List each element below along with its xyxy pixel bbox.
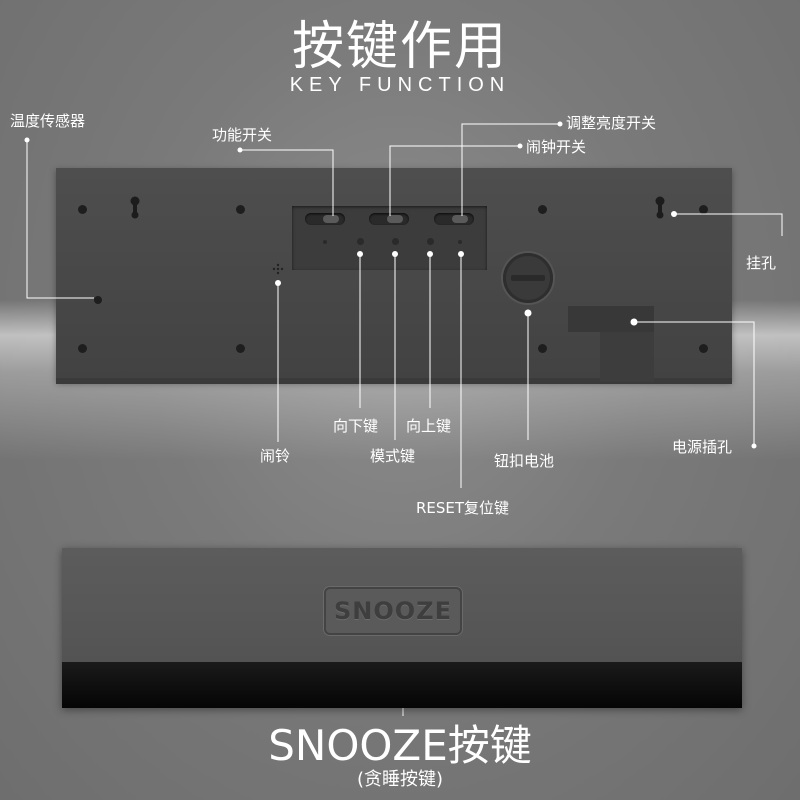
indicator-dot — [323, 240, 327, 244]
label-down-key: 向下键 — [333, 417, 379, 435]
snooze-button[interactable]: SNOOZE — [324, 587, 462, 635]
buzzer-icon — [272, 263, 284, 275]
screw-hole — [236, 205, 245, 214]
up-key-button[interactable] — [427, 238, 434, 245]
screw-hole — [78, 205, 87, 214]
battery-cover[interactable] — [503, 253, 553, 303]
temperature-sensor-hole — [94, 296, 102, 304]
label-temperature-sensor: 温度传感器 — [10, 112, 86, 130]
clock-bottom-edge — [56, 378, 732, 384]
power-jack-housing — [600, 332, 654, 382]
screw-hole — [699, 344, 708, 353]
label-reset-key: RESET复位键 — [416, 499, 510, 517]
label-buzzer: 闹铃 — [260, 447, 291, 465]
screw-hole — [699, 205, 708, 214]
reset-key-button[interactable] — [458, 240, 462, 244]
power-jack — [568, 306, 654, 332]
clock-display-band — [62, 662, 742, 708]
label-hanging-hole: 挂孔 — [746, 254, 777, 272]
snooze-subtitle: (贪睡按键) — [356, 769, 444, 790]
label-up-key: 向上键 — [406, 417, 452, 435]
label-mode-key: 模式键 — [370, 447, 416, 465]
alarm-switch[interactable] — [369, 213, 409, 225]
label-brightness-switch: 调整亮度开关 — [566, 114, 657, 132]
label-power-jack: 电源插孔 — [672, 438, 733, 456]
page-subtitle: KEY FUNCTION — [289, 74, 511, 96]
page-title: 按键作用 — [291, 17, 508, 77]
hanging-hole-left-icon — [130, 196, 140, 219]
screw-hole — [78, 344, 87, 353]
label-function-switch: 功能开关 — [212, 126, 273, 144]
snooze-button-label: SNOOZE — [334, 597, 452, 625]
function-switch[interactable] — [305, 213, 345, 225]
down-key-button[interactable] — [392, 238, 399, 245]
label-battery: 钮扣电池 — [494, 452, 555, 470]
screw-hole — [538, 344, 547, 353]
brightness-switch[interactable] — [434, 213, 474, 225]
label-alarm-switch: 闹钟开关 — [526, 138, 587, 156]
hanging-hole-right-icon — [655, 196, 665, 219]
screw-hole — [236, 344, 245, 353]
mode-key-button[interactable] — [357, 238, 364, 245]
snooze-title: SNOOZE按键 — [268, 721, 532, 770]
screw-hole — [538, 205, 547, 214]
